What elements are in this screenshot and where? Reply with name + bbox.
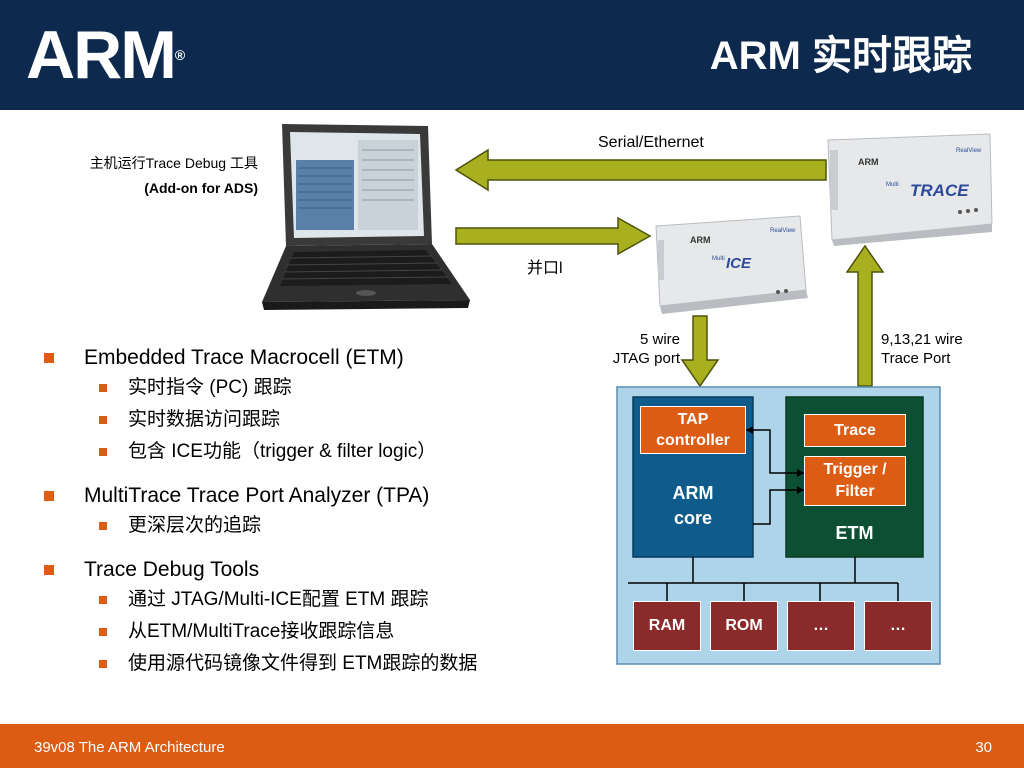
svg-text:TRACE: TRACE: [910, 181, 969, 200]
bullet-square-icon: [44, 353, 54, 363]
sub-bullet: 更深层次的追踪: [42, 510, 602, 542]
jtag-port-label-line1: 5 wire: [639, 331, 680, 348]
sub-bullet: 实时数据访问跟踪: [42, 404, 602, 436]
svg-text:RealView: RealView: [770, 228, 796, 234]
page-title: ARM 实时跟踪: [709, 34, 972, 78]
etm-label: ETM: [835, 523, 874, 543]
tap-label-line2: controller: [656, 432, 730, 449]
svg-text:ICE: ICE: [726, 255, 752, 272]
bullet-list: Embedded Trace Macrocell (ETM) 实时指令 (PC)…: [42, 342, 602, 680]
host-label-line1: 主机运行Trace Debug 工具: [89, 155, 258, 171]
parallel-port-arrow: [455, 216, 652, 256]
bullet-square-icon: [44, 491, 54, 501]
tap-controller-block: TAP controller: [640, 406, 746, 454]
parallel-port-label: 并口l: [527, 260, 563, 277]
other-memory-block-1: …: [787, 601, 855, 651]
tap-label-line1: TAP: [677, 411, 709, 428]
trigger-label-line1: Trigger /: [823, 461, 887, 478]
jtag-port-label: 5 wire JTAG port: [560, 330, 680, 368]
bullet-multitrace: MultiTrace Trace Port Analyzer (TPA): [42, 482, 602, 510]
multitrace-device-icon: ARM TRACE Multi RealView: [827, 133, 993, 246]
trigger-label-line2: Filter: [835, 483, 875, 500]
trace-port-label-line2: Trace Port: [881, 350, 951, 367]
sub-bullet-square-icon: [99, 628, 107, 636]
arm-core-label-line1: ARM: [672, 483, 714, 503]
arm-core-label: ARM core: [633, 478, 753, 534]
trace-port-arrow: [845, 244, 885, 387]
jtag-port-arrow: [680, 315, 720, 388]
svg-text:ARM: ARM: [690, 235, 711, 245]
rom-block: ROM: [710, 601, 778, 651]
footer-course-label: 39v08 The ARM Architecture: [34, 739, 225, 756]
sub-bullet-square-icon: [99, 660, 107, 668]
bullet-trace-debug-tools: Trace Debug Tools: [42, 556, 602, 584]
sub-bullet-square-icon: [99, 448, 107, 456]
trace-port-label-line1: 9,13,21 wire: [881, 331, 963, 348]
sub-bullet-square-icon: [99, 384, 107, 392]
laptop-icon: [262, 124, 470, 310]
arm-logo: ARM®: [26, 17, 186, 93]
trace-port-label: 9,13,21 wire Trace Port: [881, 330, 1021, 368]
svg-text:Multi: Multi: [886, 182, 899, 188]
sub-bullet-square-icon: [99, 596, 107, 604]
jtag-port-label-line2: JTAG port: [612, 350, 680, 367]
sub-bullet: 使用源代码镜像文件得到 ETM跟踪的数据: [42, 648, 602, 680]
sub-bullet-square-icon: [99, 522, 107, 530]
sub-bullet: 实时指令 (PC) 跟踪: [42, 372, 602, 404]
serial-ethernet-arrow: [454, 148, 827, 192]
multi-ice-device-icon: ARM ICE Multi RealView: [655, 215, 808, 314]
bullet-square-icon: [44, 565, 54, 575]
title-bar: ARM® ARM 实时跟踪: [0, 0, 1024, 110]
sub-bullet-square-icon: [99, 416, 107, 424]
sub-bullet: 从ETM/MultiTrace接收跟踪信息: [42, 616, 602, 648]
sub-bullet: 包含 ICE功能（trigger & filter logic）: [42, 436, 602, 468]
svg-text:RealView: RealView: [956, 148, 982, 154]
svg-text:ARM: ARM: [858, 157, 879, 167]
ram-block: RAM: [633, 601, 701, 651]
svg-text:Multi: Multi: [712, 256, 725, 262]
trace-block: Trace: [804, 414, 906, 447]
footer-bar: 39v08 The ARM Architecture 30: [0, 724, 1024, 768]
other-memory-block-2: …: [864, 601, 932, 651]
serial-ethernet-label: Serial/Ethernet: [598, 134, 704, 151]
trigger-filter-block: Trigger / Filter: [804, 456, 906, 506]
page-number: 30: [975, 739, 992, 756]
host-label-line2: (Add-on for ADS): [144, 180, 258, 196]
sub-bullet: 通过 JTAG/Multi-ICE配置 ETM 跟踪: [42, 584, 602, 616]
bullet-etm: Embedded Trace Macrocell (ETM): [42, 344, 602, 372]
host-label: 主机运行Trace Debug 工具 (Add-on for ADS): [0, 151, 258, 201]
arm-core-label-line2: core: [673, 508, 713, 528]
